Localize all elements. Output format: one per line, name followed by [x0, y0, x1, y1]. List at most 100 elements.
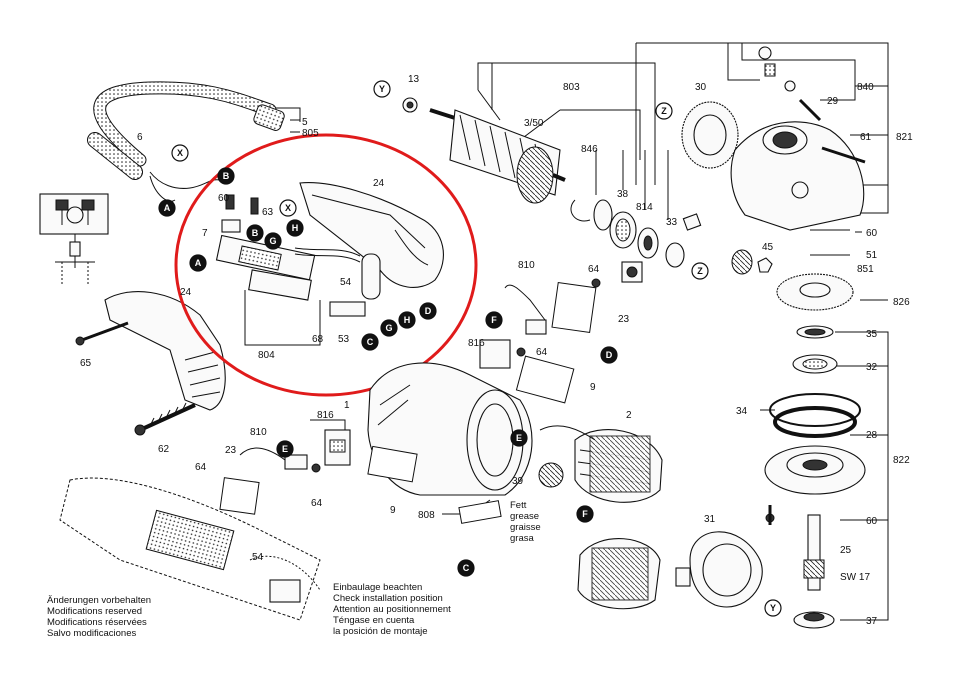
wiring-schematic: [39, 193, 109, 285]
connector-x-marker: X: [279, 199, 297, 217]
svg-text:G: G: [385, 323, 392, 333]
label-68: 68: [312, 334, 324, 345]
handle-switch-assembly: [215, 182, 444, 317]
svg-text:B: B: [252, 228, 259, 238]
connector-a-marker: A: [189, 254, 207, 272]
motor-housing: [367, 355, 575, 524]
label-60-left: 60: [218, 193, 230, 204]
connector-y-marker: Y: [373, 80, 391, 98]
label-32: 32: [866, 362, 878, 373]
side-handle-assembly: [75, 291, 226, 436]
label-9-low: 9: [390, 505, 396, 516]
connector-g-marker: G: [264, 232, 282, 250]
label-34: 34: [736, 406, 748, 417]
label-816-right: 816: [468, 338, 485, 349]
gear-826: [776, 273, 854, 311]
installation-line-3: Attention au positionnement: [333, 604, 451, 615]
clamping-ring-31: [675, 531, 763, 608]
label-29: 29: [827, 96, 839, 107]
label-7: 7: [202, 228, 208, 239]
label-822: 822: [893, 455, 910, 466]
modification-line-1: Änderungen vorbehalten: [47, 595, 151, 606]
svg-text:Z: Z: [661, 106, 667, 116]
bearing-flange-stack: [764, 325, 866, 525]
label-23-left: 23: [225, 445, 237, 456]
grease-line-4: grasa: [510, 533, 534, 544]
label-35: 35: [866, 329, 878, 340]
svg-text:C: C: [463, 563, 470, 573]
connector-b-marker: B: [217, 167, 235, 185]
gear-housing: [730, 46, 866, 231]
label-805: 805: [302, 128, 319, 139]
label-31: 31: [704, 514, 716, 525]
svg-text:H: H: [404, 315, 411, 325]
label-64-low: 64: [311, 498, 323, 509]
connector-f-marker: F: [576, 505, 594, 523]
label-sw17: SW 17: [840, 572, 870, 583]
installation-note: Einbaulage beachten Check installation p…: [333, 582, 451, 637]
label-816-left: 816: [317, 410, 334, 421]
screw-65: [75, 321, 129, 346]
connector-x-marker: X: [171, 144, 189, 162]
label-37: 37: [866, 616, 878, 627]
label-30: 30: [695, 82, 707, 93]
label-5: 5: [302, 117, 308, 128]
label-24-top: 24: [373, 178, 385, 189]
svg-text:X: X: [177, 148, 183, 158]
connector-d-marker: D: [600, 346, 618, 364]
carbon-brush-set-right: [479, 278, 601, 369]
svg-text:A: A: [195, 258, 202, 268]
connector-z-marker: Z: [655, 102, 673, 120]
svg-text:B: B: [223, 171, 230, 181]
connector-g-marker: G: [380, 319, 398, 337]
svg-text:E: E: [282, 444, 288, 454]
connector-y-marker: Y: [764, 599, 782, 617]
svg-text:G: G: [269, 236, 276, 246]
installation-inset: [59, 477, 321, 621]
label-61: 61: [860, 132, 872, 143]
label-39: 39: [512, 476, 524, 487]
label-60-right: 60: [866, 228, 878, 239]
label-6: 6: [137, 132, 143, 143]
label-804: 804: [258, 350, 275, 361]
label-64-mid: 64: [536, 347, 548, 358]
label-45: 45: [762, 242, 774, 253]
label-3-50: 3/50: [524, 118, 544, 129]
highlight-ellipse: [174, 133, 478, 397]
carbon-brush-set-left: [199, 429, 351, 517]
grease-line-1: Fett: [510, 500, 527, 511]
label-54-low: 54: [252, 552, 264, 563]
label-33: 33: [666, 217, 678, 228]
grease-line-3: graisse: [510, 522, 541, 533]
connector-c-marker: C: [457, 559, 475, 577]
pinion-45: [731, 249, 773, 275]
modification-line-2: Modifications reserved: [47, 606, 142, 617]
label-13: 13: [408, 74, 420, 85]
power-cord: [87, 81, 285, 202]
field-coil: [539, 425, 663, 610]
label-1: 1: [344, 400, 350, 411]
svg-text:X: X: [285, 203, 291, 213]
label-25: 25: [840, 545, 852, 556]
part-labels: 13 803 30 3/50 840 29 5 805 6 61 821 846…: [80, 74, 913, 627]
svg-text:F: F: [491, 315, 497, 325]
connector-b-marker: B: [246, 224, 264, 242]
svg-text:D: D: [606, 350, 613, 360]
grease-line-2: grease: [510, 511, 539, 522]
label-54-top: 54: [340, 277, 352, 288]
svg-text:Y: Y: [770, 603, 776, 613]
bearing-ring-set: [570, 199, 702, 283]
label-23-right: 23: [618, 314, 630, 325]
label-9-top: 9: [590, 382, 596, 393]
label-24-side: 24: [180, 287, 192, 298]
screw-62: [134, 402, 196, 436]
label-821: 821: [896, 132, 913, 143]
label-2: 2: [626, 410, 632, 421]
svg-text:E: E: [516, 433, 522, 443]
connector-h-marker: H: [286, 219, 304, 237]
label-810-right: 810: [518, 260, 535, 271]
label-826: 826: [893, 297, 910, 308]
label-851: 851: [857, 264, 874, 275]
